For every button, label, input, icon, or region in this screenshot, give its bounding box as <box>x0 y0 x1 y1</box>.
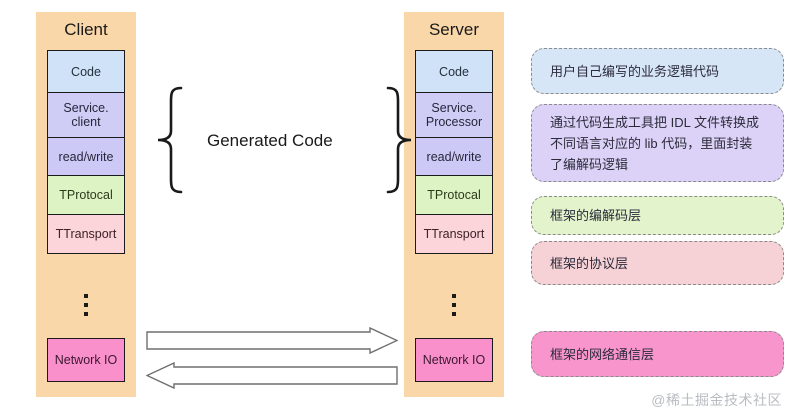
client-layer-service-client-label: Service. client <box>63 101 109 130</box>
server-title: Server <box>428 20 480 39</box>
client-layer-tprotocal-label: TProtocal <box>59 188 113 203</box>
server-layer-service-processor-label: Service. Processor <box>425 101 483 130</box>
client-layer-ttransport-label: TTransport <box>55 226 117 241</box>
generated-code-label: Generated Code <box>207 131 333 150</box>
left-curly-brace-icon <box>157 86 183 194</box>
server-layer-code-label: Code <box>439 65 469 79</box>
client-layer-tprotocal[interactable]: TProtocal <box>47 175 125 216</box>
note-codec-layer[interactable]: 框架的编解码层 <box>531 196 784 235</box>
arrow-server-to-client <box>146 362 398 390</box>
note-generated-lib-code[interactable]: 通过代码生成工具把 IDL 文件转换成不同语言对应的 lib 代码，里面封装了编… <box>531 104 784 182</box>
server-layer-service-processor[interactable]: Service. Processor <box>415 92 493 139</box>
server-layer-ttransport-label: TTransport <box>423 226 485 241</box>
note-codec-layer-text: 框架的编解码层 <box>550 208 642 223</box>
client-column: Client Code Service. client read/write T… <box>36 12 136 397</box>
client-layer-ttransport[interactable]: TTransport <box>47 213 125 254</box>
right-curly-brace-icon <box>386 86 412 194</box>
client-layer-service-client[interactable]: Service. client <box>47 92 125 139</box>
watermark: @稀土掘金技术社区 <box>651 392 782 408</box>
client-layer-read-write[interactable]: read/write <box>47 136 125 177</box>
note-business-logic-code-text: 用户自己编写的业务逻辑代码 <box>550 63 720 79</box>
client-layer-code-label: Code <box>71 65 101 79</box>
server-layer-read-write-label: read/write <box>426 149 482 164</box>
client-layer-read-write-label: read/write <box>58 149 114 164</box>
client-title: Client <box>64 20 108 39</box>
note-protocol-layer-text: 框架的协议层 <box>550 255 629 271</box>
server-vertical-ellipsis-icon <box>415 294 493 316</box>
server-layer-read-write[interactable]: read/write <box>415 136 493 177</box>
client-vertical-ellipsis-icon <box>47 294 125 316</box>
note-business-logic-code[interactable]: 用户自己编写的业务逻辑代码 <box>531 48 784 94</box>
client-layer-stack: Code Service. client read/write TProtoca… <box>47 50 125 254</box>
server-layer-tprotocal-label: TProtocal <box>427 188 481 203</box>
note-generated-lib-code-text: 通过代码生成工具把 IDL 文件转换成不同语言对应的 lib 代码，里面封装了编… <box>550 114 759 172</box>
server-network-io-box[interactable]: Network IO <box>415 338 493 382</box>
client-network-io-label: Network IO <box>54 353 118 367</box>
server-layer-tprotocal[interactable]: TProtocal <box>415 175 493 216</box>
server-column: Server Code Service. Processor read/writ… <box>404 12 504 397</box>
note-network-layer-text: 框架的网络通信层 <box>550 346 655 362</box>
server-layer-stack: Code Service. Processor read/write TProt… <box>415 50 493 254</box>
client-layer-code[interactable]: Code <box>47 50 125 94</box>
server-network-io-label: Network IO <box>422 353 486 367</box>
server-layer-code[interactable]: Code <box>415 50 493 94</box>
arrow-client-to-server <box>146 327 398 355</box>
client-network-io-box[interactable]: Network IO <box>47 338 125 382</box>
note-network-layer[interactable]: 框架的网络通信层 <box>531 331 784 377</box>
note-protocol-layer[interactable]: 框架的协议层 <box>531 241 784 285</box>
server-layer-ttransport[interactable]: TTransport <box>415 213 493 254</box>
